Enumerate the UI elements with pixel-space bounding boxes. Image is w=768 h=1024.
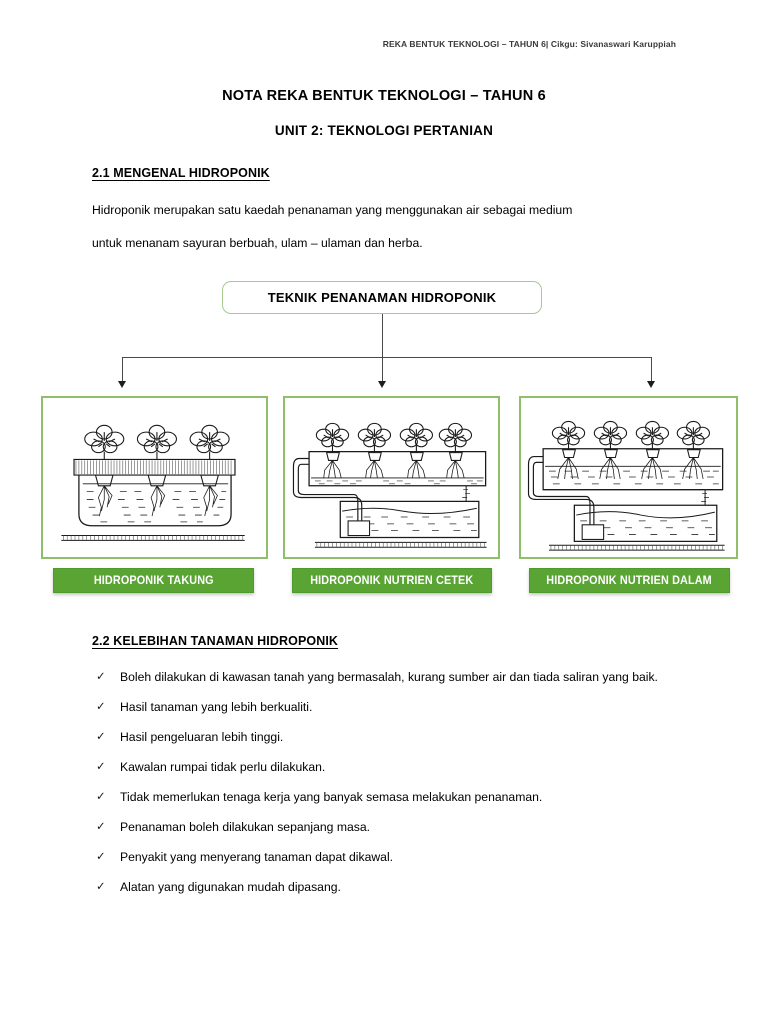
list-item: ✓ Hasil pengeluaran lebih tinggi. [92, 722, 682, 752]
flowchart-root-label: TEKNIK PENANAMAN HIDROPONIK [267, 290, 497, 305]
illustration-panel-nutrien-cetek [283, 396, 500, 559]
arrow-down-icon-2 [378, 381, 386, 388]
hidroponik-nutrien-cetek-drawing [292, 422, 487, 548]
list-item: ✓ Alatan yang digunakan mudah dipasang. [92, 872, 682, 902]
list-item-label: Penanaman boleh dilakukan sepanjang masa… [120, 820, 371, 834]
check-icon: ✓ [96, 791, 106, 803]
advantages-list: ✓ Boleh dilakukan di kawasan tanah yang b… [92, 662, 682, 902]
list-item: ✓ Penyakit yang menyerang tanaman dapat d… [92, 842, 682, 872]
list-item: ✓ Boleh dilakukan di kawasan tanah yang b… [92, 662, 682, 692]
check-icon: ✓ [96, 851, 106, 863]
caption-bar-takung: HIDROPONIK TAKUNG [53, 568, 254, 593]
illustration-panel-nutrien-dalam [519, 396, 738, 559]
arrow-down-icon-1 [118, 381, 126, 388]
check-icon: ✓ [96, 881, 106, 893]
caption-label-nutrien-dalam: HIDROPONIK NUTRIEN DALAM [546, 574, 713, 587]
check-icon: ✓ [96, 671, 106, 683]
connector-drop-1 [122, 357, 124, 383]
intro-paragraph-line-1: Hidroponik merupakan satu kaedah penanam… [92, 203, 573, 217]
illustration-panel-takung [41, 396, 268, 559]
caption-label-nutrien-cetek: HIDROPONIK NUTRIEN CETEK [310, 574, 474, 587]
arrow-down-icon-3 [647, 381, 655, 388]
document-title: NOTA REKA BENTUK TEKNOLOGI – TAHUN 6 [222, 88, 546, 104]
hidroponik-nutrien-dalam-drawing [527, 420, 725, 551]
caption-bar-nutrien-dalam: HIDROPONIK NUTRIEN DALAM [529, 568, 730, 593]
section-heading-2-1: 2.1 MENGENAL HIDROPONIK [92, 166, 270, 180]
connector-drop-2 [382, 357, 384, 383]
connector-stem [382, 314, 384, 358]
list-item-label: Alatan yang digunakan mudah dipasang. [120, 880, 341, 894]
list-item-label: Tidak memerlukan tenaga kerja yang banya… [120, 790, 543, 804]
list-item: ✓ Tidak memerlukan tenaga kerja yang bany… [92, 782, 682, 812]
list-item-label: Kawalan rumpai tidak perlu dilakukan. [120, 760, 326, 774]
connector-horizontal-bar [122, 357, 652, 359]
list-item: ✓ Kawalan rumpai tidak perlu dilakukan. [92, 752, 682, 782]
section-heading-2-2: 2.2 KELEBIHAN TANAMAN HIDROPONIK [92, 634, 339, 648]
document-subtitle: UNIT 2: TEKNOLOGI PERTANIAN [274, 123, 494, 138]
list-item-label: Penyakit yang menyerang tanaman dapat di… [120, 850, 394, 864]
running-header: REKA BENTUK TEKNOLOGI – TAHUN 6| Cikgu: … [382, 39, 676, 49]
intro-paragraph-line-2: untuk menanam sayuran berbuah, ulam – ul… [92, 236, 423, 250]
list-item-label: Boleh dilakukan di kawasan tanah yang be… [120, 670, 658, 684]
check-icon: ✓ [96, 761, 106, 773]
hidroponik-takung-drawing [61, 424, 245, 541]
intro-paragraph: Hidroponik merupakan satu kaedah penanam… [92, 194, 676, 260]
check-icon: ✓ [96, 821, 106, 833]
list-item: ✓ Hasil tanaman yang lebih berkualiti. [92, 692, 682, 722]
list-item-label: Hasil pengeluaran lebih tinggi. [120, 730, 284, 744]
list-item-label: Hasil tanaman yang lebih berkualiti. [120, 700, 313, 714]
list-item: ✓ Penanaman boleh dilakukan sepanjang mas… [92, 812, 682, 842]
check-icon: ✓ [96, 701, 106, 713]
caption-bar-nutrien-cetek: HIDROPONIK NUTRIEN CETEK [292, 568, 492, 593]
flowchart-root-box: TEKNIK PENANAMAN HIDROPONIK [222, 281, 542, 314]
connector-drop-3 [651, 357, 653, 383]
caption-label-takung: HIDROPONIK TAKUNG [93, 574, 214, 587]
check-icon: ✓ [96, 731, 106, 743]
